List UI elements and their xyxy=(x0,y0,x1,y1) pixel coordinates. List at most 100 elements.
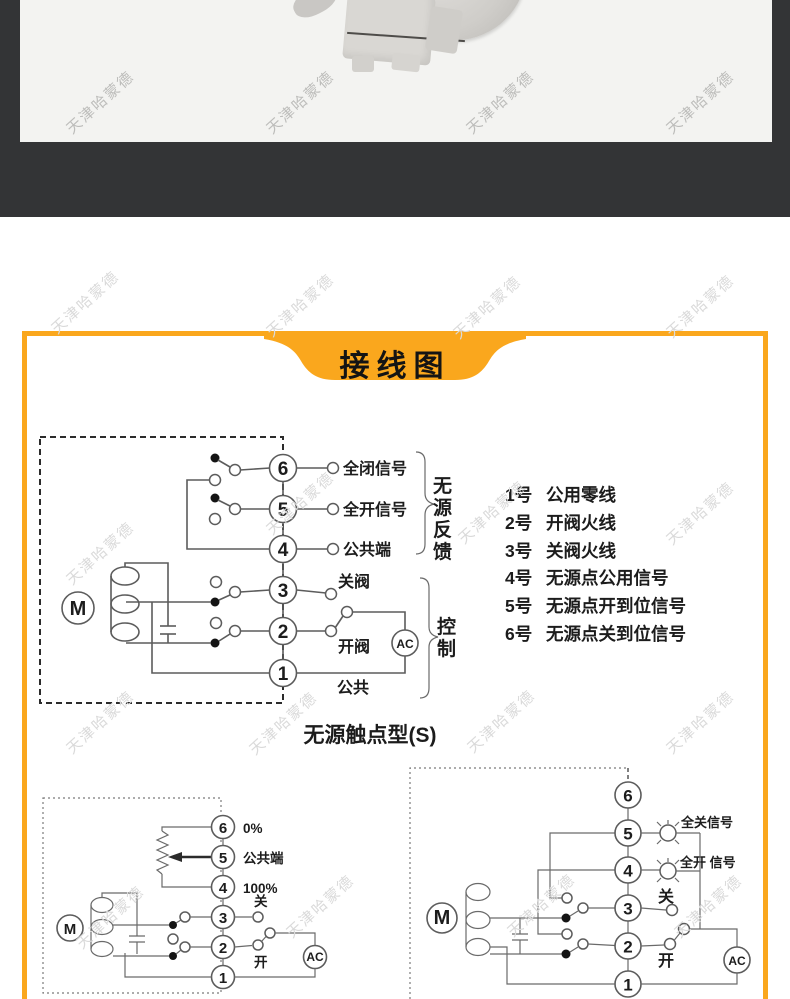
svg-text:5: 5 xyxy=(278,500,289,521)
feedback-bus-4 xyxy=(537,869,615,935)
terminal-5: 5 xyxy=(614,819,642,847)
svg-text:6号: 6号 xyxy=(505,624,532,644)
svg-text:1: 1 xyxy=(219,970,227,987)
actuator-foot-shape xyxy=(391,52,421,73)
label-open: 开 xyxy=(658,952,674,970)
terminal-legend: 1号 公用零线 2号 开阀火线 3号 关阀火线 4号 无源点公用信号 5号 无源… xyxy=(505,485,686,644)
svg-text:无源点公用信号: 无源点公用信号 xyxy=(546,568,669,588)
wiring-diagram-panel xyxy=(22,331,768,999)
terminal-6: 6 xyxy=(210,814,236,840)
motor-symbol: M xyxy=(61,591,95,625)
feedback-terminals: 全闭信号 全开信号 公共端 xyxy=(296,459,407,559)
motor-switch-close xyxy=(126,575,271,607)
terminal-6: 6 xyxy=(614,781,642,809)
svg-text:1: 1 xyxy=(278,664,289,685)
watermark: 天津哈蒙德 xyxy=(63,67,138,138)
feedback-bus-5 xyxy=(549,832,615,899)
feedback-common-bus xyxy=(186,479,269,550)
capacitor-symbol xyxy=(160,625,176,643)
main-wiring-diagram: M xyxy=(39,436,456,704)
actuator-flange-shape xyxy=(424,5,464,55)
motor-symbol: M xyxy=(56,914,84,942)
label-close: 关 xyxy=(254,893,268,909)
control-wiring: 关 开 AC xyxy=(124,893,328,978)
svg-text:AC: AC xyxy=(306,950,324,964)
terminal-3: 3 xyxy=(268,575,298,605)
potentiometer-symbol xyxy=(155,826,211,888)
terminal-1: 1 xyxy=(268,658,298,688)
svg-text:4: 4 xyxy=(219,880,228,897)
motor-switch-open xyxy=(126,616,270,648)
capacitor-symbol xyxy=(129,935,145,954)
terminal-4: 4 xyxy=(614,856,642,884)
svg-text:4号: 4号 xyxy=(505,568,532,588)
limit-switch-open xyxy=(208,493,270,526)
terminal-5: 5 xyxy=(268,494,298,524)
watermark: 天津哈蒙德 xyxy=(463,67,538,138)
motor-windings xyxy=(110,562,169,642)
watermark: 天津哈蒙德 xyxy=(48,267,123,338)
limit-switch-closed xyxy=(208,453,271,487)
wiper-arrow xyxy=(168,852,182,862)
terminal-1: 1 xyxy=(210,964,236,990)
terminal-3: 3 xyxy=(210,904,236,930)
svg-text:2: 2 xyxy=(623,938,632,957)
ac-source: AC xyxy=(391,629,419,657)
motor-switch-close xyxy=(113,911,211,929)
label-common: 公共 xyxy=(337,679,369,697)
diagram-caption: 无源触点型(S) xyxy=(304,723,437,747)
control-wiring: AC 关阀 开阀 公共 xyxy=(296,572,419,697)
svg-text:5: 5 xyxy=(623,825,632,844)
control-group-brace: 控 制 xyxy=(419,577,456,699)
ac-source: AC xyxy=(302,944,328,970)
product-photo: 天津哈蒙德 天津哈蒙德 天津哈蒙德 天津哈蒙德 xyxy=(20,0,772,142)
label-open-valve: 开阀 xyxy=(338,637,370,656)
svg-text:源: 源 xyxy=(433,496,452,519)
label-full-closed-signal: 全关信号 xyxy=(680,815,733,830)
label-full-open-signal: 全开 信号 xyxy=(679,855,736,870)
terminal-2: 2 xyxy=(210,934,236,960)
terminal-4: 4 xyxy=(210,874,236,900)
svg-text:3: 3 xyxy=(623,900,632,919)
svg-text:4: 4 xyxy=(278,540,289,561)
motor-switch-close xyxy=(490,892,615,923)
svg-text:3号: 3号 xyxy=(505,541,532,561)
label-100-percent: 100% xyxy=(243,881,278,896)
svg-text:2号: 2号 xyxy=(505,513,532,533)
terminal-4: 4 xyxy=(268,534,298,564)
terminal-3: 3 xyxy=(614,894,642,922)
svg-text:公用零线: 公用零线 xyxy=(546,485,616,505)
motor-switch-open xyxy=(490,928,616,959)
terminal-5: 5 xyxy=(210,844,236,870)
lamp-full-closed: 全关信号 xyxy=(641,815,733,845)
svg-text:无: 无 xyxy=(433,476,452,497)
svg-text:6: 6 xyxy=(278,459,289,480)
svg-text:控: 控 xyxy=(437,615,456,638)
actuator-foot-shape xyxy=(352,56,374,72)
label-close: 关 xyxy=(658,887,674,906)
watermark: 天津哈蒙德 xyxy=(263,67,338,138)
svg-text:无源点开到位信号: 无源点开到位信号 xyxy=(546,596,686,616)
svg-text:M: M xyxy=(64,921,77,938)
wiring-diagrams: M xyxy=(39,436,751,999)
svg-text:1: 1 xyxy=(623,976,632,995)
label-full-open-signal: 全开信号 xyxy=(342,500,407,519)
svg-text:AC: AC xyxy=(396,637,414,651)
svg-text:4: 4 xyxy=(623,862,633,881)
svg-text:2: 2 xyxy=(219,940,227,957)
motor-switch-open xyxy=(113,933,211,960)
actuator-part-shape xyxy=(288,0,342,24)
svg-text:AC: AC xyxy=(728,954,746,968)
svg-text:开阀火线: 开阀火线 xyxy=(546,513,616,533)
common-wire xyxy=(151,602,270,674)
svg-text:6: 6 xyxy=(219,820,227,837)
svg-text:5: 5 xyxy=(219,850,227,867)
terminal-6: 6 xyxy=(268,453,298,483)
terminal-2: 2 xyxy=(268,616,298,646)
motor-windings xyxy=(90,892,138,958)
svg-text:关阀火线: 关阀火线 xyxy=(546,541,616,561)
svg-text:2: 2 xyxy=(278,622,289,643)
svg-text:1号: 1号 xyxy=(505,485,532,505)
motor-symbol: M xyxy=(426,902,458,934)
